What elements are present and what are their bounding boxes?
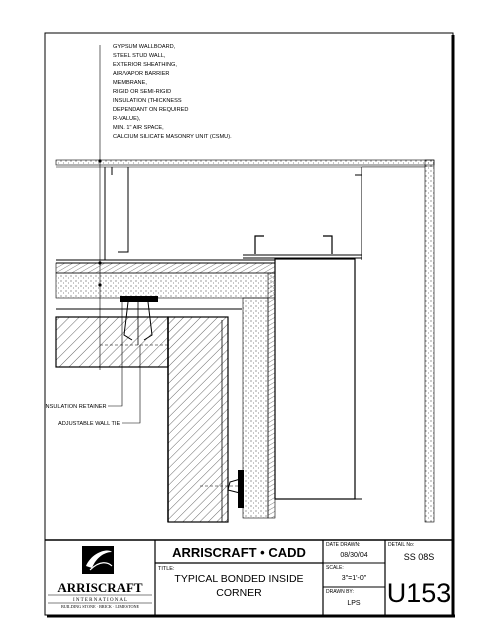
notes-block: GYPSUM WALLBOARD, STEEL STUD WALL, EXTER… [113, 44, 232, 140]
note-line: CALCIUM SILICATE MASONRY UNIT (CSMU). [113, 134, 232, 140]
note-line: R-VALUE), [113, 116, 141, 122]
rigid-insulation-band [55, 272, 276, 299]
insulation-retainer-bar [120, 296, 158, 302]
scale-value: 3"=1'-0" [342, 575, 367, 582]
drawn-by-label: DRAWN BY: [326, 589, 354, 595]
note-line: MEMBRANE, [113, 80, 147, 86]
detail-code: SS 08S [404, 552, 435, 562]
csmu-left-unit [55, 316, 169, 368]
right-wall [242, 159, 435, 523]
title-label: TITLE: [158, 566, 175, 572]
logo-tagline: BUILDING STONE · BRICK · LIMESTONE [61, 604, 140, 609]
date-label: DATE DRAWN: [326, 542, 360, 548]
wall-tie-upper [100, 296, 168, 346]
note-line: MIN. 1" AIR SPACE, [113, 125, 164, 131]
masonry-units [55, 316, 229, 523]
leaders [98, 45, 141, 424]
corner-studs [243, 235, 362, 500]
drawing-title-line2: CORNER [216, 587, 262, 599]
note-line: EXTERIOR SHEATHING, [113, 62, 177, 68]
logo-sub: I N T E R N A T I O N A L [73, 598, 127, 603]
title-block: ARRISCRAFT I N T E R N A T I O N A L BUI… [45, 539, 453, 615]
scale-label: SCALE: [326, 565, 344, 571]
drawing-title-line1: TYPICAL BONDED INSIDE [174, 573, 303, 585]
wall-tie-lower [200, 470, 245, 508]
date-value: 08/30/04 [340, 552, 367, 559]
gypsum-wallboard-right [424, 159, 435, 523]
note-line: RIGID OR SEMI-RIGID [113, 89, 171, 95]
note-line: AIR/VAPOR BARRIER [113, 71, 169, 77]
exterior-sheathing-band [55, 262, 276, 274]
detail-label: DETAIL No: [388, 542, 414, 548]
corner-stud-box [274, 258, 356, 500]
drawn-by-value: LPS [347, 600, 361, 607]
arriscraft-logo: ARRISCRAFT I N T E R N A T I O N A L BUI… [48, 546, 152, 609]
detail-number: U153 [387, 578, 452, 608]
right-insulation [242, 297, 269, 519]
company-name: ARRISCRAFT • CADD [172, 545, 306, 560]
csmu-corner-unit [167, 316, 229, 523]
note-line: GYPSUM WALLBOARD, [113, 44, 176, 50]
label-insulation-retainer: INSULATION RETAINER [44, 404, 107, 410]
gypsum-wallboard-top [55, 159, 435, 166]
note-line: INSULATION (THICKNESS [113, 98, 182, 104]
logo-name: ARRISCRAFT [57, 580, 143, 595]
label-adjustable-wall-tie: ADJUSTABLE WALL TIE [58, 421, 120, 427]
note-line: STEEL STUD WALL, [113, 53, 166, 59]
note-line: DEPENDANT ON REQUIRED [113, 107, 188, 113]
